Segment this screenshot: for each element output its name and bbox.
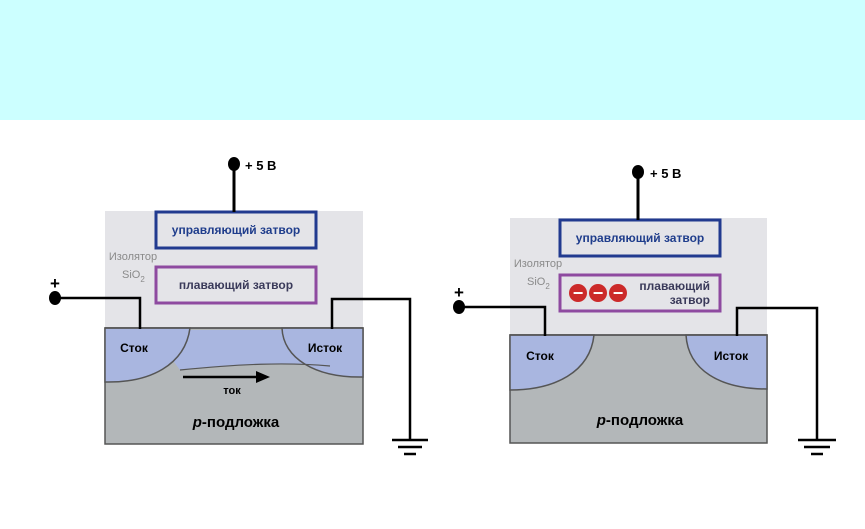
left-plus-label: + — [50, 274, 60, 293]
right-floating-gate-label-2: затвор — [670, 293, 710, 307]
left-isolator-label: Изолятор — [109, 251, 157, 263]
left-source-region — [281, 327, 364, 378]
right-sio2-label: SiO2 — [527, 276, 550, 291]
left-floating-gate — [154, 265, 318, 305]
left-source-label: Исток — [308, 341, 343, 355]
left-current-arrow-icon — [256, 371, 270, 383]
electron-icon: − — [569, 283, 587, 303]
right-control-gate — [558, 218, 722, 258]
left-sio2-label: SiO2 — [122, 269, 145, 284]
right-drain-region — [509, 334, 595, 391]
left-floating-gate-label: плавающий затвор — [179, 278, 293, 292]
svg-text:−: − — [613, 283, 624, 303]
left-control-gate-label: управляющий затвор — [172, 223, 300, 237]
right-ground-icon — [798, 438, 836, 456]
left-drain-terminal — [49, 291, 61, 305]
left-drain-region — [104, 327, 191, 383]
svg-text:−: − — [573, 283, 584, 303]
left-current-label: ток — [223, 385, 241, 397]
left-gate-terminal — [228, 157, 240, 171]
right-control-gate-label: управляющий затвор — [576, 231, 704, 245]
right-source-region — [685, 334, 768, 390]
right-source-label: Исток — [714, 349, 749, 363]
right-gate-terminal — [632, 165, 644, 179]
right-substrate-label: p-подложка — [596, 412, 684, 429]
right-drain-label: Сток — [526, 349, 555, 363]
right-isolator-label: Изолятор — [514, 258, 562, 270]
right-drain-terminal — [453, 300, 465, 314]
left-substrate-label: p-подложка — [192, 414, 280, 431]
left-voltage-label: + 5 В — [245, 158, 276, 173]
right-plus-label: + — [454, 283, 464, 302]
svg-text:−: − — [593, 283, 604, 303]
right-voltage-label: + 5 В — [650, 166, 681, 181]
right-floating-gate-label-1: плавающий — [639, 279, 710, 293]
left-control-gate — [154, 210, 318, 250]
left-drain-label: Сток — [120, 341, 149, 355]
left-ground-icon — [392, 438, 428, 456]
electron-icon: − — [609, 283, 627, 303]
right-transistor: управляющий затвор плавающий затвор − − … — [453, 165, 836, 456]
electron-icon: − — [589, 283, 607, 303]
header-banner — [0, 0, 865, 120]
left-transistor: управляющий затвор плавающий затвор Изол… — [49, 157, 428, 456]
